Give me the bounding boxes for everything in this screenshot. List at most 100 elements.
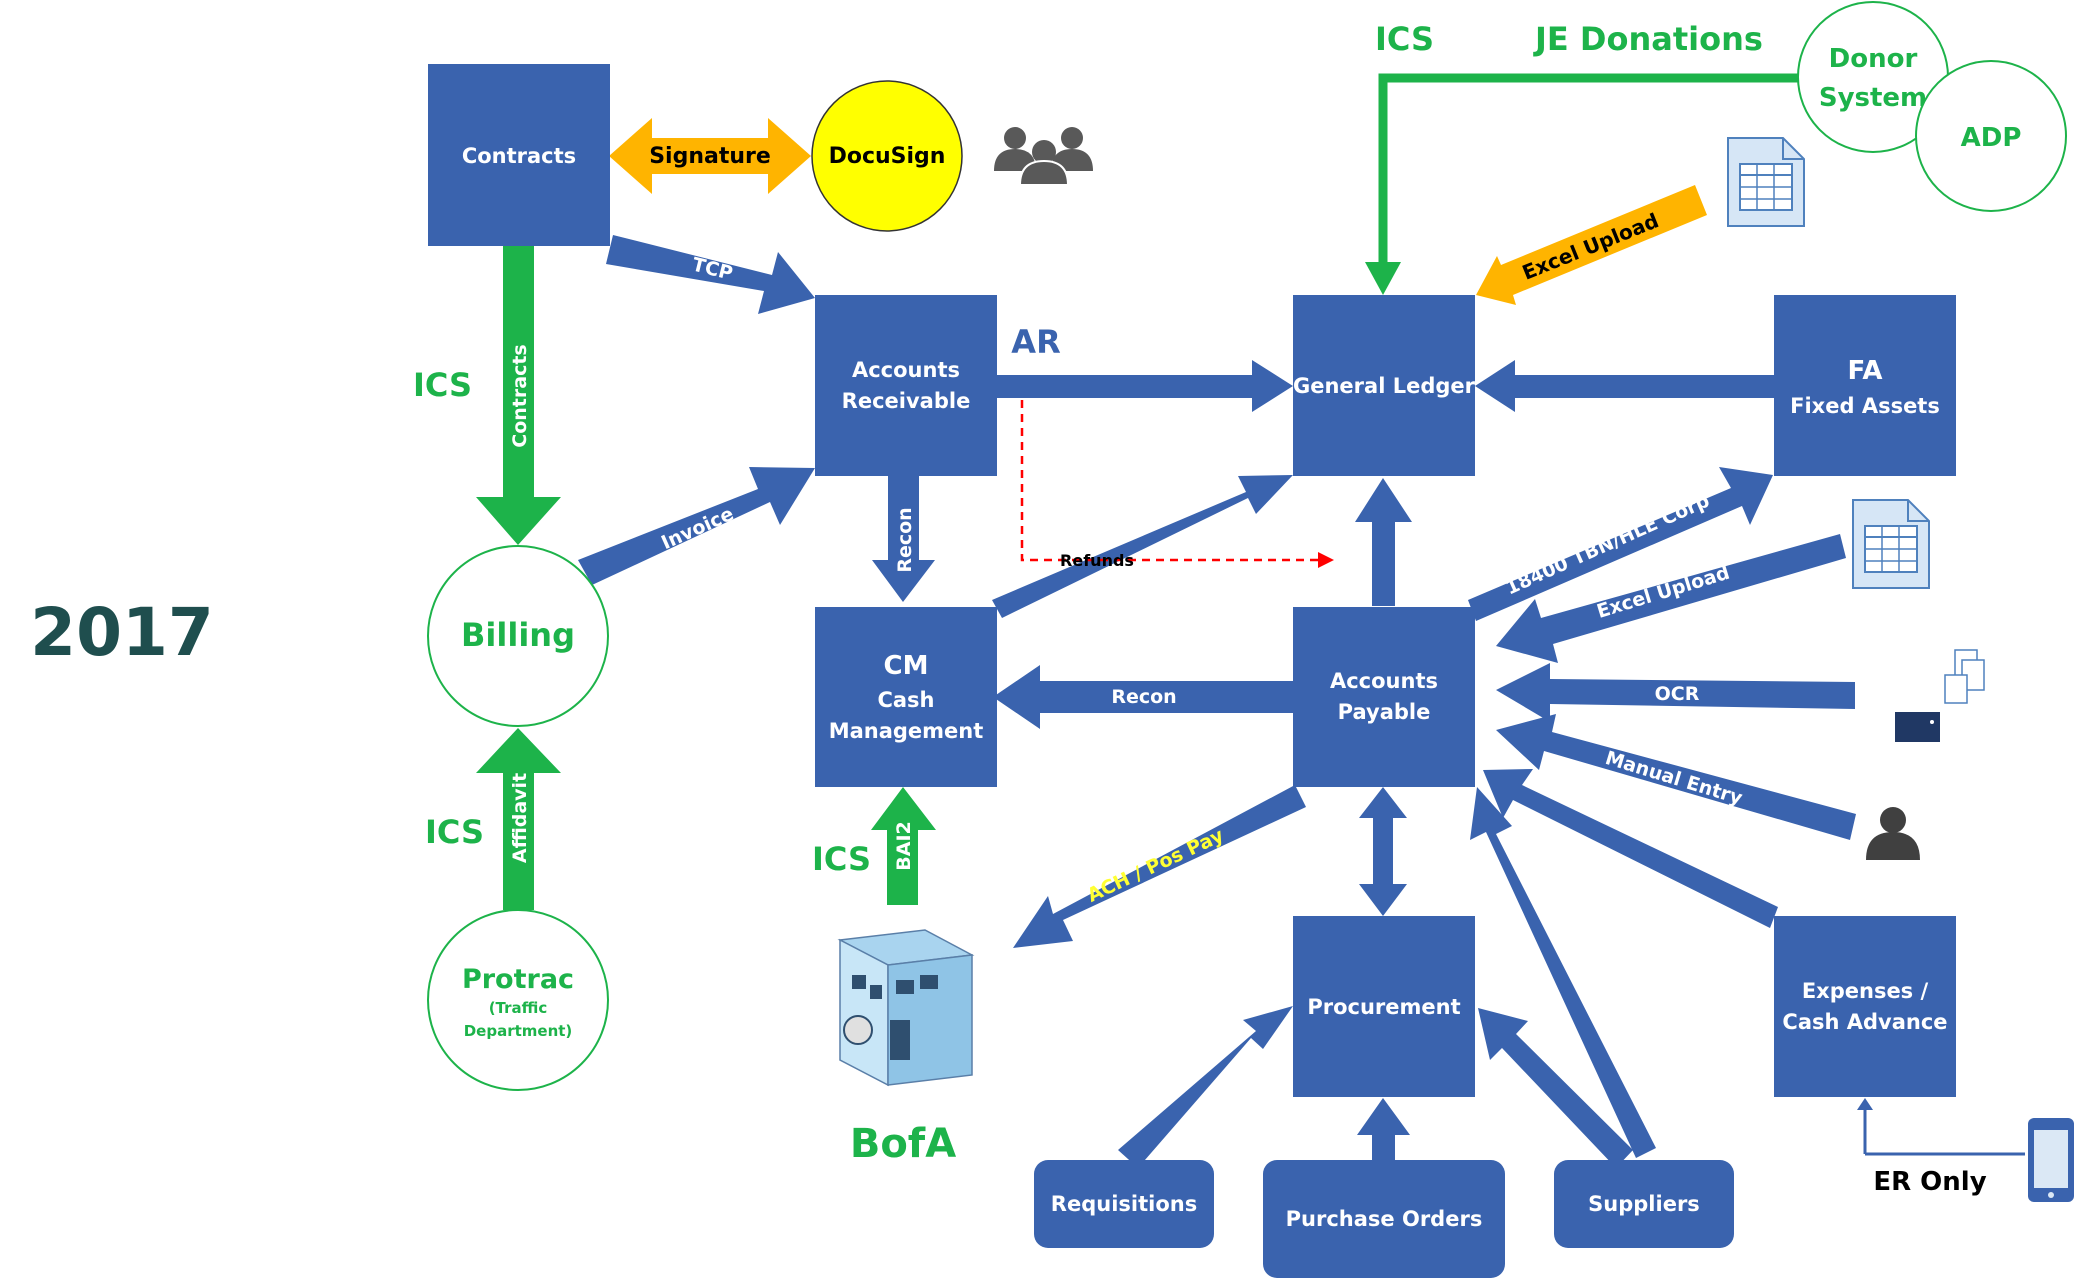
people-group-icon — [994, 127, 1093, 186]
accounts-payable-box: Accounts Payable — [1293, 607, 1475, 787]
requisitions-box: Requisitions — [1034, 1160, 1214, 1248]
excel-upload-gl-arrow — [1476, 185, 1707, 305]
recon-ar-arrow — [872, 476, 935, 602]
je-donations-label: JE Donations — [1533, 20, 1763, 58]
bank-building-icon — [837, 929, 975, 1087]
refunds-line — [1020, 400, 1318, 562]
docusign-circle: DocuSign — [811, 80, 963, 232]
ics-je-label: ICS — [1375, 20, 1434, 58]
affidavit-label: Affidavit — [509, 773, 531, 863]
ar-to-gl-arrow — [997, 360, 1293, 412]
tcp-arrow — [606, 235, 815, 314]
protrac-label-line2: (Traffic — [489, 999, 548, 1017]
accounts-receivable-box: Accounts Receivable — [815, 295, 997, 476]
signature-arrow — [609, 118, 811, 194]
expenses-box: Expenses / Cash Advance — [1774, 916, 1956, 1097]
expenses-label-line1: Expenses / — [1802, 979, 1929, 1003]
invoice-label: Invoice — [658, 503, 737, 554]
suppliers-to-procurement-arrow — [1478, 1008, 1633, 1168]
ap-procurement-arrow — [1359, 787, 1407, 916]
ics-affidavit-label: ICS — [425, 813, 484, 851]
bai2-label: BAI2 — [893, 821, 915, 870]
refunds-arrowhead — [1318, 552, 1334, 568]
mobile-phone-icon — [2028, 1118, 2074, 1202]
procurement-box: Procurement — [1293, 916, 1475, 1097]
person-icon — [1866, 807, 1920, 860]
gl-label: General Ledger — [1293, 374, 1476, 398]
contracts-label: Contracts — [462, 144, 576, 168]
ap-to-gl-arrow — [1355, 478, 1412, 606]
scanner-icon — [1895, 649, 1985, 742]
recon-ap-label: Recon — [1111, 686, 1176, 708]
protrac-label-line1: Protrac — [462, 964, 574, 995]
ach-label: ACH / Pos Pay — [1084, 824, 1228, 907]
je-donations-line — [1378, 73, 1800, 268]
adp-label: ADP — [1961, 123, 2022, 153]
general-ledger-box: General Ledger — [1293, 295, 1476, 476]
fa-label-line2: Fixed Assets — [1790, 394, 1940, 418]
bai2-arrow — [871, 787, 936, 905]
requisitions-arrow — [1118, 1006, 1293, 1168]
spreadsheet-icon — [1727, 137, 1805, 227]
purchase-orders-label: Purchase Orders — [1286, 1207, 1483, 1231]
docusign-label: DocuSign — [829, 144, 946, 169]
fixed-assets-box: FA Fixed Assets — [1774, 295, 1956, 476]
donor-label-line1: Donor — [1829, 44, 1918, 74]
invoice-arrow — [578, 467, 815, 585]
recon-ap-arrow — [993, 665, 1293, 729]
donor-label-line2: System — [1819, 83, 1927, 113]
contracts-flow-arrow — [476, 246, 561, 545]
affidavit-arrow — [476, 728, 561, 910]
recon-ar-label: Recon — [894, 507, 916, 572]
manual-entry-arrow — [1496, 714, 1856, 840]
cm-to-gl-arrow — [992, 475, 1293, 618]
year-title: 2017 — [30, 594, 214, 671]
procurement-label: Procurement — [1307, 995, 1460, 1019]
spreadsheet-icon — [1852, 499, 1930, 589]
cash-management-box: CM Cash Management — [815, 607, 997, 787]
ics-bai2-label: ICS — [812, 840, 871, 878]
protrac-label-line3: Department) — [464, 1022, 573, 1040]
ocr-arrow — [1496, 663, 1855, 722]
adp-circle: ADP — [1915, 60, 2067, 212]
suppliers-box: Suppliers — [1554, 1160, 1734, 1248]
protrac-circle: Protrac (Traffic Department) — [427, 909, 609, 1091]
cm-label-line2: Cash — [877, 688, 934, 712]
purchase-orders-box: Purchase Orders — [1263, 1160, 1505, 1278]
excel-upload-gl-label: Excel Upload — [1519, 208, 1662, 284]
cm-label-line1: CM — [884, 651, 929, 681]
suppliers-label: Suppliers — [1588, 1192, 1700, 1216]
billing-label: Billing — [461, 616, 575, 654]
je-donations-arrowhead — [1365, 262, 1401, 295]
tbn-arrow — [1468, 467, 1773, 621]
purchase-orders-arrow — [1357, 1098, 1410, 1161]
cm-label-line3: Management — [829, 719, 984, 743]
ap-label-line2: Payable — [1338, 700, 1431, 724]
bofa-label: BofA — [850, 1121, 956, 1167]
requisitions-label: Requisitions — [1051, 1192, 1197, 1216]
suppliers-to-ap-arrow — [1470, 787, 1656, 1158]
refunds-label: Refunds — [1060, 551, 1134, 570]
excel-upload-ap-arrow — [1496, 534, 1846, 663]
er-only-label: ER Only — [1873, 1167, 1986, 1197]
manual-entry-label: Manual Entry — [1603, 747, 1746, 810]
fa-label-line1: FA — [1848, 356, 1883, 386]
contracts-box: Contracts — [428, 64, 610, 246]
expenses-to-ap-arrow — [1483, 769, 1778, 928]
signature-label: Signature — [649, 144, 771, 169]
fa-to-gl-arrow — [1475, 360, 1774, 412]
billing-circle: Billing — [427, 545, 609, 727]
ap-label-line1: Accounts — [1330, 669, 1438, 693]
ics-contracts-label: ICS — [413, 366, 472, 404]
ar-label-line1: Accounts — [852, 358, 960, 382]
donor-system-circle: Donor System — [1797, 1, 1949, 153]
er-only-arrowhead — [1857, 1098, 1873, 1110]
contracts-flow-label: Contracts — [509, 344, 531, 447]
ocr-label: OCR — [1655, 683, 1700, 705]
ach-arrow — [1013, 785, 1306, 948]
ar-label: AR — [1011, 323, 1060, 361]
expenses-label-line2: Cash Advance — [1782, 1010, 1947, 1034]
tcp-label: TCP — [690, 254, 735, 285]
ar-label-line2: Receivable — [842, 389, 971, 413]
